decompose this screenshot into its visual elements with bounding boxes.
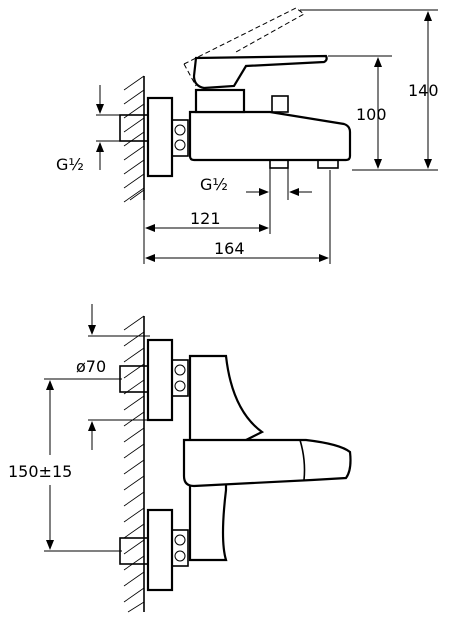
- eccentric-nut-lower: [171, 529, 189, 567]
- dim-widths: 121 164: [143, 170, 331, 264]
- front-view: ø70 150±15: [8, 304, 352, 613]
- thread-left-label: G½: [56, 155, 84, 174]
- lever-side: [192, 54, 328, 90]
- width-outlet-label: 121: [190, 209, 221, 228]
- lever-front: [182, 438, 352, 488]
- wall-flange-top: [146, 96, 174, 178]
- width-total-label: 164: [214, 239, 245, 258]
- dim-outlet-thread: G½: [200, 168, 312, 234]
- dim-center-distance: 150±15: [8, 378, 122, 552]
- diverter-knob-side: [271, 95, 289, 113]
- center-distance-label: 150±15: [8, 462, 72, 481]
- diameter-label: ø70: [76, 357, 106, 376]
- height-lever-label: 100: [356, 105, 387, 124]
- wall-flange-lower: [146, 508, 174, 592]
- wall-flange-upper: [146, 338, 174, 422]
- mixer-body-side: [188, 110, 352, 162]
- dim-heights: 100 140: [300, 9, 439, 171]
- eccentric-nut-upper: [171, 359, 189, 397]
- pipe-stub-top: [119, 114, 149, 142]
- dim-diameter: ø70: [76, 304, 150, 450]
- dim-left-thread: G½: [56, 85, 122, 174]
- wall-hatch-front: [123, 315, 145, 613]
- height-total-label: 140: [408, 81, 439, 100]
- lever-raised-outline: [183, 7, 305, 87]
- spout-outlet-stub: [317, 159, 339, 169]
- side-view: G½ G½ 121 164 100 140: [56, 7, 439, 264]
- wall-hatch-top: [123, 75, 145, 203]
- thread-outlet-label: G½: [200, 175, 228, 194]
- lever-base-side: [194, 88, 246, 114]
- eccentric-nut-top: [171, 119, 189, 157]
- outlet-g12-stub: [269, 159, 289, 169]
